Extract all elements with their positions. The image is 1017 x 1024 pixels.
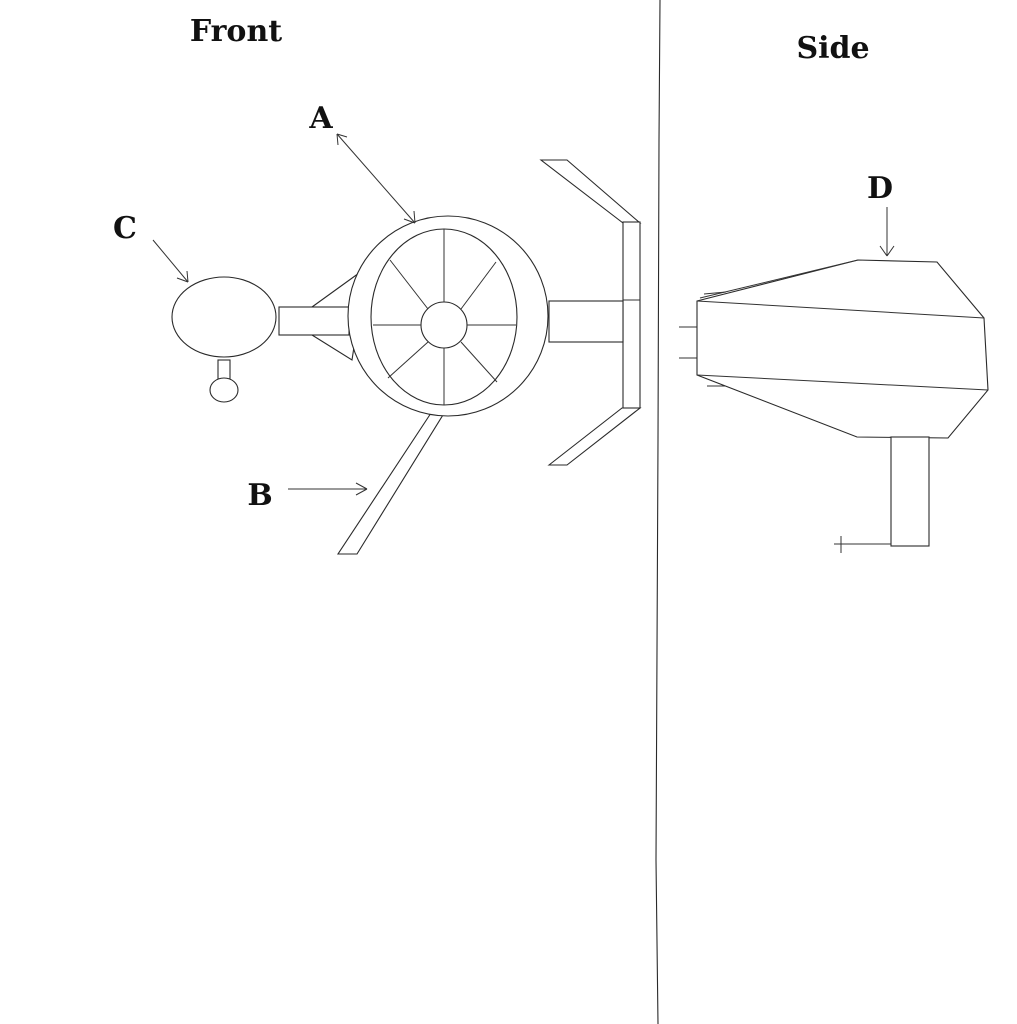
side-strut <box>890 436 930 547</box>
pod-bulb <box>209 377 239 403</box>
lower-strut <box>336 409 447 555</box>
cockpit-pod <box>171 276 277 358</box>
pod-stem <box>217 359 231 380</box>
label-d: D <box>867 171 893 206</box>
wing-pylon <box>622 221 641 409</box>
left-arm <box>278 306 350 336</box>
front-heading: Front <box>190 14 282 49</box>
side-hull <box>696 259 989 439</box>
lower-wing <box>547 407 642 466</box>
front-view: A B C <box>113 101 642 555</box>
view-divider <box>655 0 661 1024</box>
label-c: C <box>113 211 137 246</box>
label-a: A <box>308 101 333 136</box>
callout-arrow-b <box>288 482 368 496</box>
label-b: B <box>247 478 272 513</box>
hub-spokes <box>373 229 516 405</box>
callout-arrow-d <box>879 207 895 257</box>
callout-arrow-a <box>336 133 416 224</box>
callout-arrow-c <box>152 239 189 283</box>
upper-wing <box>539 159 642 224</box>
side-heading: Side <box>796 31 869 66</box>
side-view: D <box>679 171 989 553</box>
right-arm <box>548 300 624 343</box>
